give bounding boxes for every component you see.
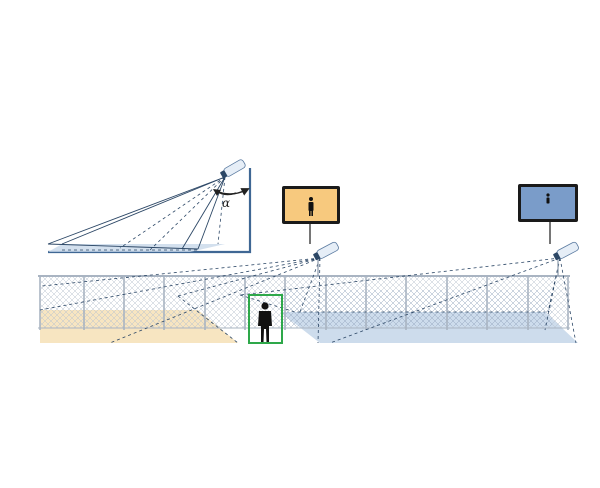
angle-label: α <box>222 196 230 210</box>
fence-mesh-dark-section <box>282 290 552 326</box>
camera-icon <box>553 241 579 276</box>
inset-dashed-lines <box>62 176 226 251</box>
camera-sight-lines <box>39 257 577 344</box>
ground-edges <box>177 294 545 344</box>
camera-icon <box>313 241 339 276</box>
monitor-person-icon <box>546 193 550 204</box>
monitor-person-icon <box>308 197 314 216</box>
person-icon <box>258 302 272 342</box>
camera-angle-inset: α <box>47 159 252 254</box>
monitor-icon <box>518 184 578 244</box>
detection-highlight-box <box>248 294 283 344</box>
monitor-icon <box>282 186 340 244</box>
fence <box>38 275 570 330</box>
inset-sight-lines <box>47 176 226 250</box>
camera-icon <box>220 159 246 179</box>
fence-posts <box>39 276 569 330</box>
